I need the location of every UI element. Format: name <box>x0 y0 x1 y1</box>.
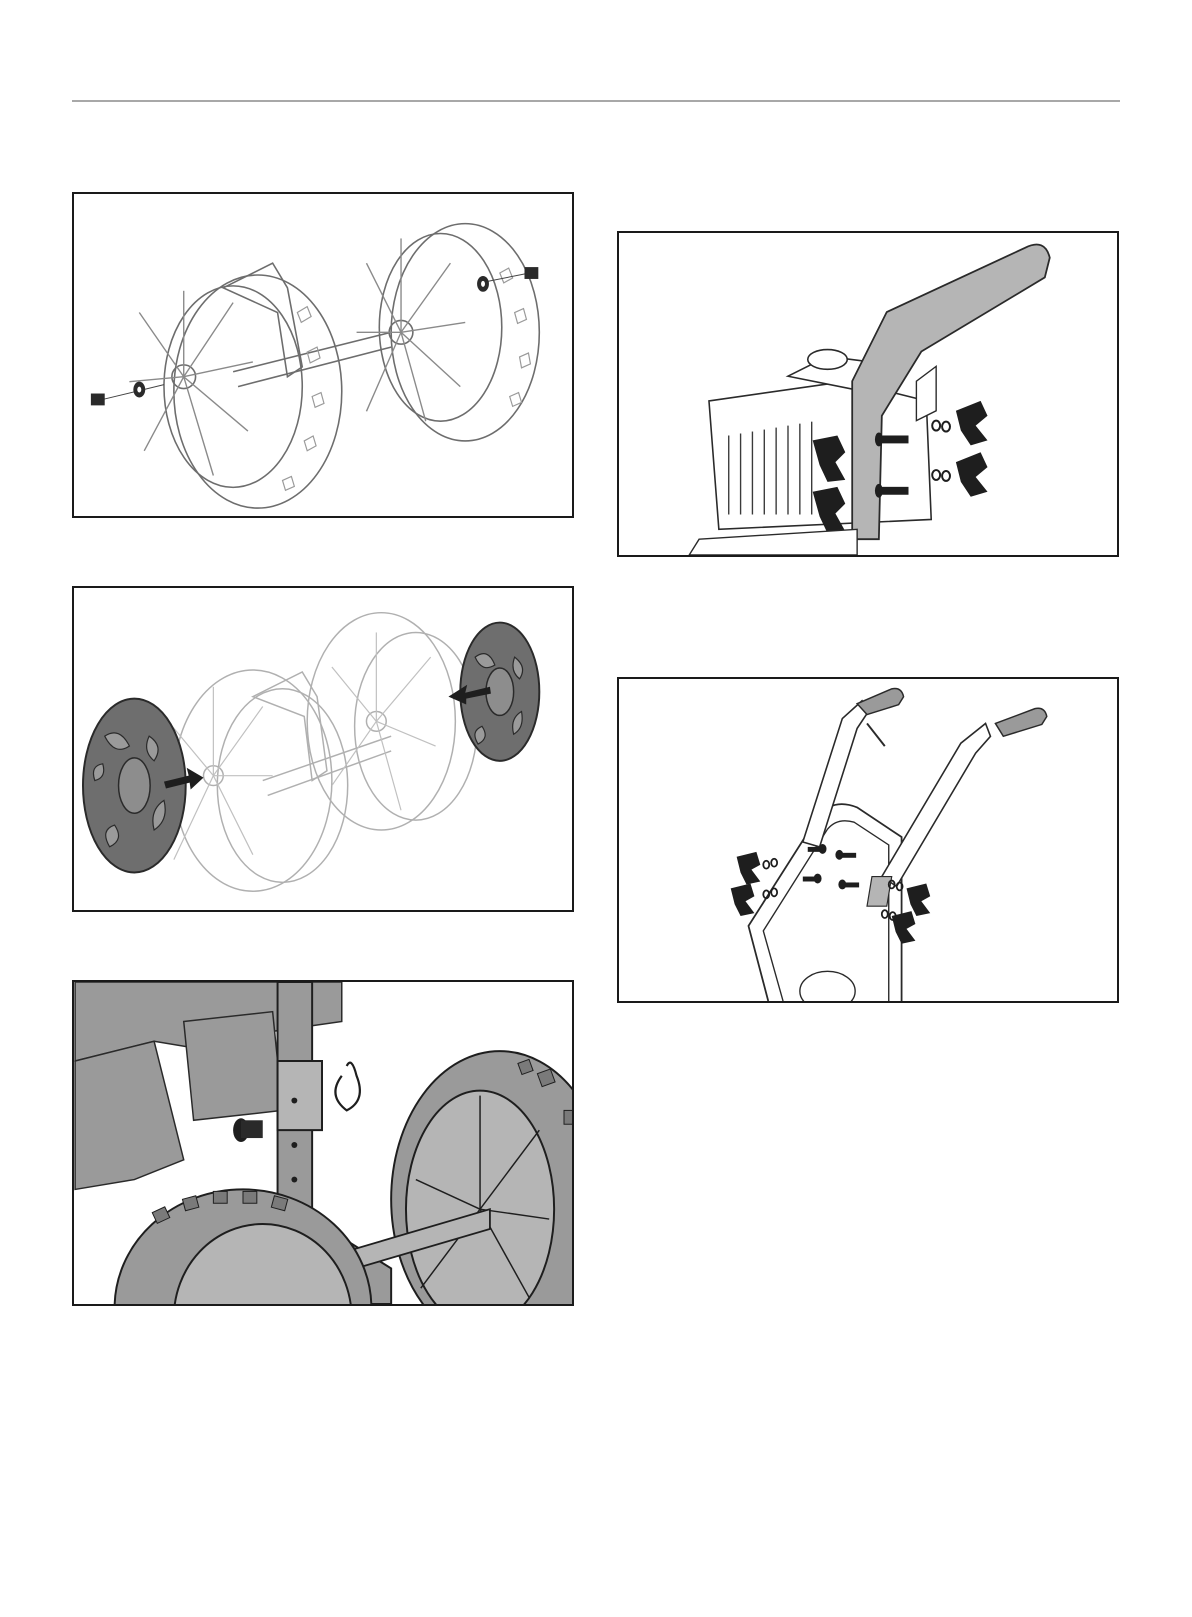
handle-illustration <box>619 679 1117 1001</box>
hubcap-illustration <box>74 588 572 910</box>
figure-wheel-hubcap-installation <box>72 586 574 912</box>
figure-frame-knob-attachment <box>617 231 1119 557</box>
engine-frame-illustration <box>619 233 1117 555</box>
wheel-axle-illustration <box>74 194 572 516</box>
pin-clip-illustration <box>74 982 572 1304</box>
header-rule <box>72 100 1120 102</box>
figure-axle-pin-and-clip <box>72 980 574 1306</box>
figure-wheel-axle-assembly <box>72 192 574 518</box>
figure-handle-knob-attachment <box>617 677 1119 1003</box>
